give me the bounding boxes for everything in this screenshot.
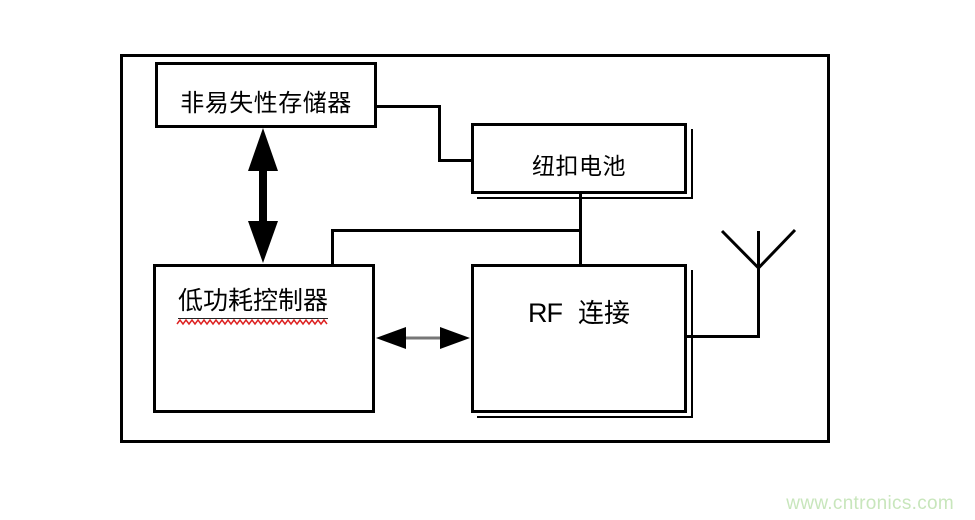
spellcheck-squiggle [176, 318, 328, 326]
rf-connection-label-cn: 连接 [577, 299, 630, 328]
outer-frame [120, 54, 830, 443]
rf-connection-label-latin: RF [527, 298, 563, 328]
double-arrow-horizontal-icon [376, 327, 470, 349]
antenna-icon [720, 228, 797, 336]
block-rf-connection: RF 连接 [471, 264, 687, 413]
connector-battery-to-controller-h [331, 229, 582, 232]
connector-battery-to-controller-v [331, 229, 334, 266]
connector-memory-to-battery-h2 [438, 159, 473, 162]
low-power-controller-label: 低功耗控制器 [178, 288, 329, 319]
double-arrow-vertical-icon [248, 128, 278, 263]
rf-box-shadow [477, 270, 693, 418]
watermark: www.cntronics.com [786, 493, 954, 514]
battery-box-shadow [477, 129, 693, 199]
connector-memory-to-battery-h1 [375, 105, 441, 108]
block-coin-battery: 纽扣电池 [471, 123, 687, 194]
connector-rf-to-antenna [687, 335, 760, 338]
block-nonvolatile-memory: 非易失性存储器 [155, 62, 377, 128]
block-low-power-controller: 低功耗控制器 [153, 264, 375, 413]
coin-battery-label: 纽扣电池 [532, 153, 626, 179]
connector-memory-to-battery-v [438, 105, 441, 162]
nonvolatile-memory-label: 非易失性存储器 [180, 90, 352, 117]
